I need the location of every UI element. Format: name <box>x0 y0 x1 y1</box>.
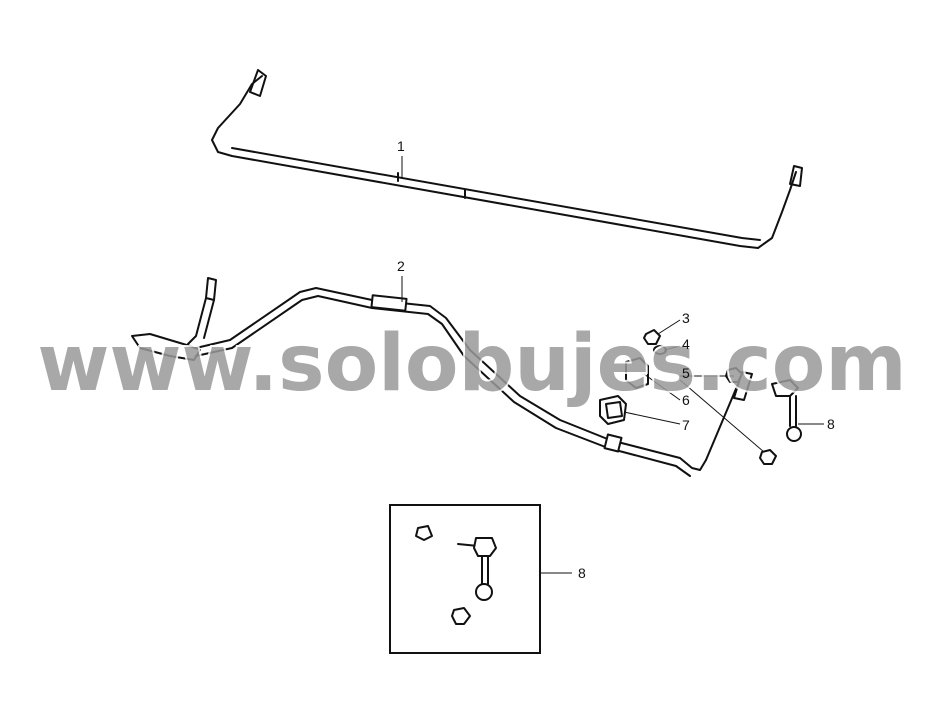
callout-4: 4 <box>682 336 690 352</box>
part-6-bracket <box>625 357 649 389</box>
part-3-bolt <box>643 329 661 345</box>
part-8-detail-inset <box>389 504 541 654</box>
callout-1: 1 <box>397 138 405 154</box>
callout-7: 7 <box>682 417 690 433</box>
callout-2: 2 <box>397 258 405 274</box>
callout-5: 5 <box>682 365 690 381</box>
part-1-stabilizer-bar <box>211 69 803 249</box>
callout-6: 6 <box>682 392 690 408</box>
part-7-bushing <box>599 395 627 425</box>
part-8-stabilizer-link <box>759 379 802 465</box>
callout-8-inset: 8 <box>578 565 586 581</box>
callout-8-main: 8 <box>827 416 835 432</box>
leader-lines <box>401 156 824 574</box>
part-2-stabilizer-bar-assembly <box>131 277 753 477</box>
callout-3: 3 <box>682 310 690 326</box>
watermark-text: www.solobujes.com <box>37 319 906 409</box>
